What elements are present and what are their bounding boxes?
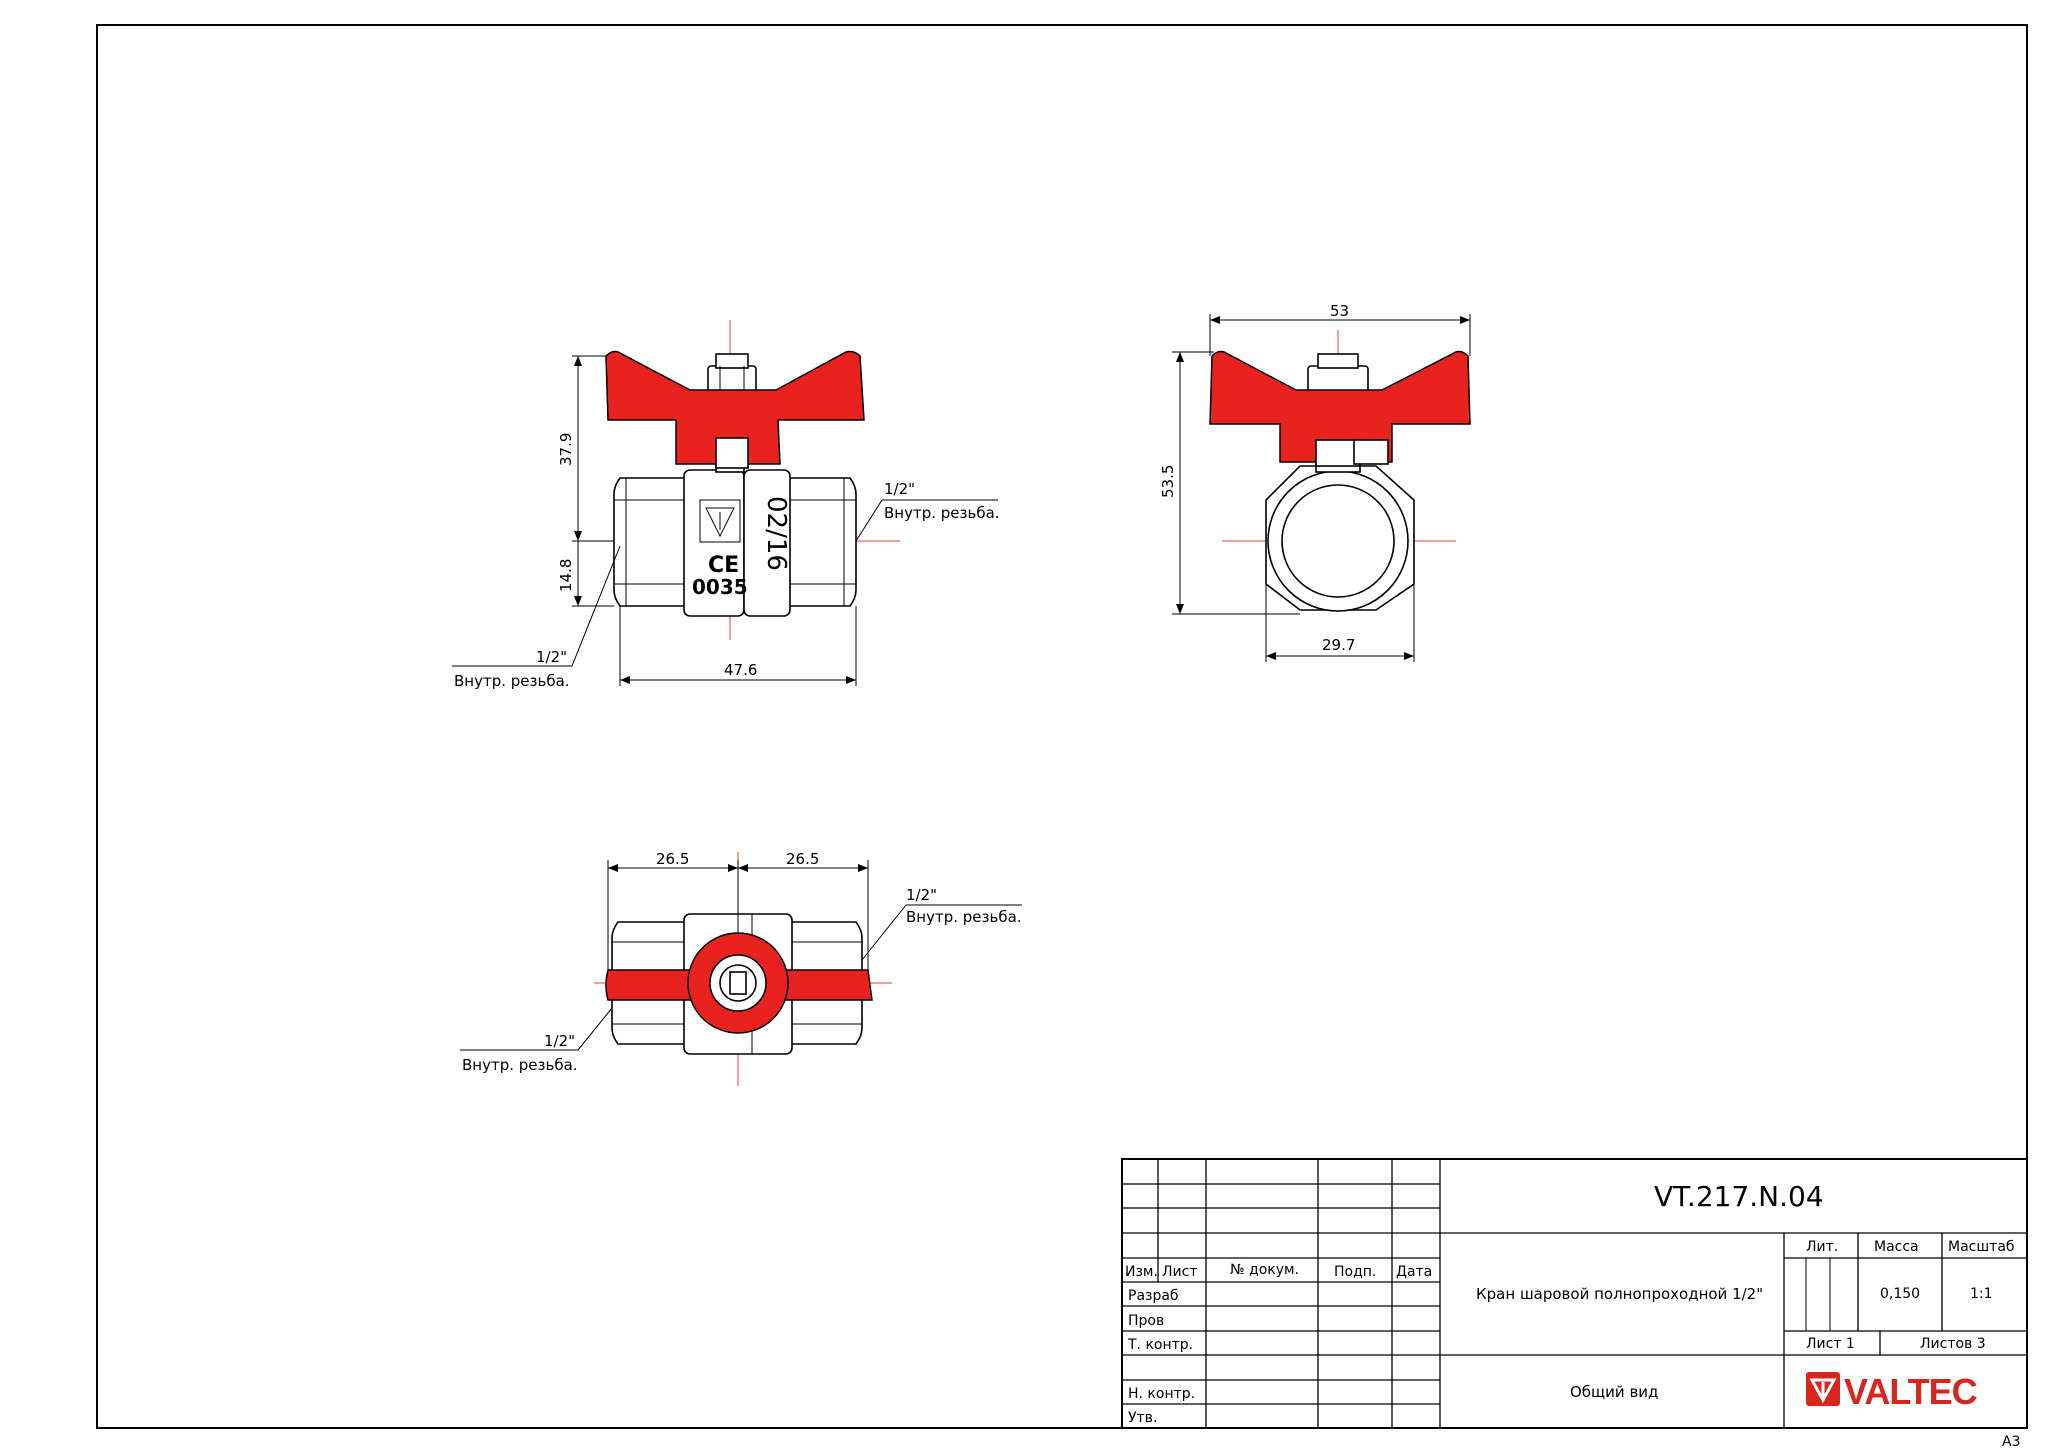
role-tech-control: Т. контр.: [1127, 1337, 1193, 1353]
role-approved: Утв.: [1128, 1410, 1157, 1426]
drawing-designation: VT.217.N.04: [1654, 1180, 1824, 1213]
header-izm: Изм.: [1125, 1264, 1158, 1280]
header-sign: Подп.: [1334, 1264, 1376, 1280]
front-view: CE 0035 02/16 37.9 14.8 47.6: [452, 320, 1000, 690]
title-block: Изм. Лист № докум. Подп. Дата Разраб Про…: [1121, 1158, 2028, 1429]
role-checker: Пров: [1128, 1313, 1164, 1329]
view-type: Общий вид: [1570, 1383, 1658, 1401]
right-end-fitting: [785, 477, 857, 607]
header-doc-no: № докум.: [1230, 1262, 1299, 1278]
body-date-code: 02/16: [761, 496, 791, 571]
header-list: Лист: [1162, 1264, 1197, 1280]
product-name: Кран шаровой полнопроходной 1/2": [1476, 1285, 1763, 1303]
sheet-number: Лист 1: [1806, 1336, 1855, 1352]
header-mass: Масса: [1874, 1239, 1919, 1255]
sheet-frame: [96, 24, 2028, 1429]
dim-width-bottom: 29.7: [1322, 636, 1355, 654]
sheet-count: Листов 3: [1920, 1336, 1986, 1352]
format-label: А3: [2002, 1434, 2020, 1448]
top-thread-left-text: Внутр. резьба.: [462, 1056, 578, 1074]
thread-right-text: Внутр. резьба.: [884, 504, 1000, 522]
dim-height: 53.5: [1159, 465, 1177, 498]
dim-left: 26.5: [656, 850, 689, 868]
dim-height-top: 37.9: [557, 433, 575, 466]
dim-height-bottom: 14.8: [557, 559, 575, 592]
mass-value: 0,150: [1880, 1286, 1920, 1302]
dim-width-top: 53: [1330, 302, 1349, 320]
thread-right-size: 1/2": [884, 480, 915, 498]
role-norm-control: Н. контр.: [1128, 1386, 1195, 1402]
header-date: Дата: [1396, 1264, 1432, 1280]
top-thread-right-text: Внутр. резьба.: [906, 908, 1022, 926]
brand-text: VALTEC: [1844, 1371, 1978, 1412]
header-scale: Масштаб: [1948, 1239, 2015, 1255]
header-lit: Лит.: [1806, 1239, 1838, 1255]
butterfly-handle: [605, 350, 865, 465]
body-cert-number: 0035: [692, 575, 748, 599]
top-thread-right-size: 1/2": [906, 886, 937, 904]
dim-width: 47.6: [724, 661, 757, 679]
body-logo-mark: [699, 499, 741, 543]
body-ce-mark: CE: [708, 553, 739, 578]
thread-left-text: Внутр. резьба.: [454, 672, 570, 690]
dim-right: 26.5: [786, 850, 819, 868]
valtec-logo: VALTEC: [1806, 1371, 1979, 1412]
side-butterfly-handle: [1209, 350, 1471, 463]
thread-left-size: 1/2": [536, 648, 567, 666]
left-end-fitting: [613, 477, 689, 607]
top-view: 26.5 26.5 1/2" Внутр. резьба. 1/2" Внутр…: [460, 850, 1022, 1086]
side-view: 53 53.5 29.7: [1159, 302, 1471, 662]
role-developer: Разраб: [1128, 1288, 1179, 1304]
side-bore: [1281, 484, 1395, 598]
top-thread-left-size: 1/2": [544, 1032, 575, 1050]
scale-value: 1:1: [1970, 1286, 1993, 1302]
